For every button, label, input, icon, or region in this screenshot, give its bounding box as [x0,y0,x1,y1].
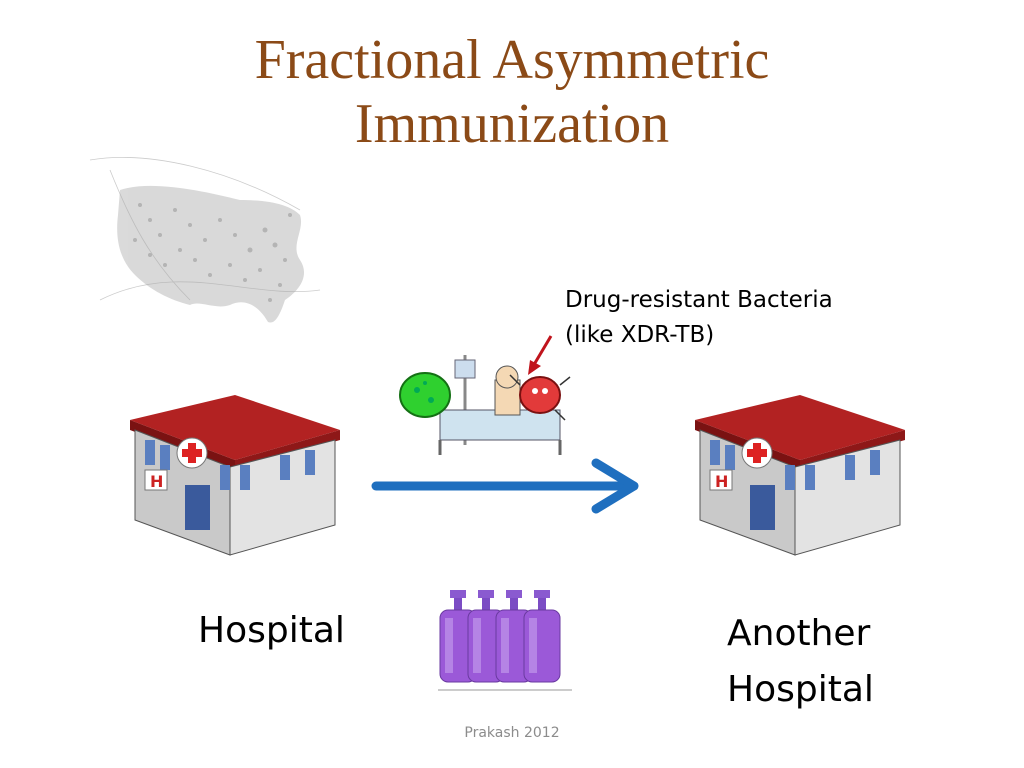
bacteria-annotation: Drug-resistant Bacteria (like XDR-TB) [565,283,833,353]
annotation-line-2: (like XDR-TB) [565,322,715,348]
title-line-2: Immunization [354,93,670,155]
another-hospital-label: Another Hospital [727,606,897,718]
slide-title: Fractional Asymmetric Immunization [0,28,1024,156]
another-hospital-line-1: Another [727,613,871,654]
title-line-1: Fractional Asymmetric [254,29,770,91]
annotation-line-1: Drug-resistant Bacteria [565,287,833,313]
slide-footer: Prakash 2012 [464,725,560,741]
svg-text:H: H [715,472,728,491]
another-hospital-line-2: Hospital [727,669,874,710]
hospital-label: Hospital [198,610,345,651]
svg-text:H: H [150,472,163,491]
